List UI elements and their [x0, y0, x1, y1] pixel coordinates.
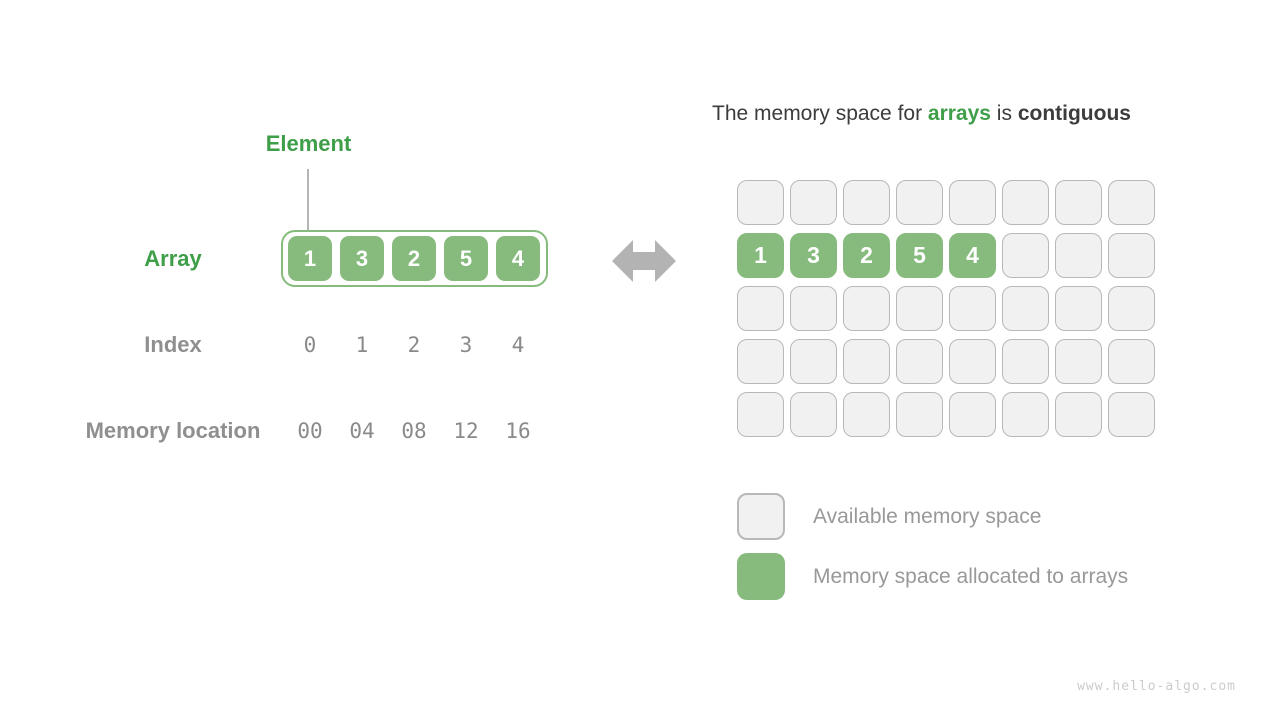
memory-cell-available: [1002, 233, 1049, 278]
memory-location-value: 04: [349, 419, 375, 443]
element-callout-label: Element: [265, 131, 352, 156]
memory-cell-allocated: 1: [737, 233, 784, 278]
memory-cell-available: [843, 180, 890, 225]
watermark: www.hello-algo.com: [1077, 679, 1236, 694]
available-memory-swatch: [737, 493, 785, 540]
memory-cell-allocated: 2: [843, 233, 890, 278]
memory-cell-available: [1055, 233, 1102, 278]
memory-location-value: 16: [505, 419, 531, 443]
array-row-label: Array: [144, 246, 202, 271]
memory-cell-available: [843, 339, 890, 384]
memory-cell-available: [896, 339, 943, 384]
index-value: 0: [303, 333, 317, 357]
legend-item-available: Available memory space: [737, 493, 1128, 540]
memory-cell-available: [1108, 392, 1155, 437]
index-value: 4: [511, 333, 525, 357]
title-segment: contiguous: [1017, 102, 1131, 125]
memory-cell-available: [896, 286, 943, 331]
memory-cell-available: [949, 286, 996, 331]
index-value: 2: [407, 333, 421, 357]
memory-cell-available: [843, 392, 890, 437]
left-right-arrow-icon: [612, 239, 676, 288]
element-callout-line: [307, 169, 309, 230]
title-segment: is: [990, 102, 1018, 125]
memory-cell-available: [843, 286, 890, 331]
memory-cell-available: [1055, 286, 1102, 331]
array-element-cell: 5: [444, 236, 488, 281]
array-element-cell: 1: [288, 236, 332, 281]
memory-cell-available: [1108, 180, 1155, 225]
memory-cell-available: [737, 286, 784, 331]
array-element-cell: 4: [496, 236, 540, 281]
memory-cell-available: [1002, 392, 1049, 437]
memory-cell-available: [1002, 339, 1049, 384]
memory-cell-available: [1108, 233, 1155, 278]
legend-label: Available memory space: [813, 504, 1042, 528]
array-element-cell: 3: [340, 236, 384, 281]
memory-cell-available: [790, 392, 837, 437]
memory-location-values-row: 00 04 08 12 16: [288, 418, 548, 444]
title-segment: arrays: [927, 102, 991, 125]
memory-location-value: 08: [401, 419, 427, 443]
memory-cell-available: [949, 339, 996, 384]
memory-cell-available: [1055, 180, 1102, 225]
memory-cell-available: [790, 339, 837, 384]
index-value: 3: [459, 333, 473, 357]
memory-cell-available: [737, 392, 784, 437]
index-row-label: Index: [144, 332, 202, 357]
memory-location-value: 00: [297, 419, 323, 443]
memory-cell-available: [1108, 286, 1155, 331]
memory-cell-available: [737, 180, 784, 225]
memory-cell-available: [1055, 339, 1102, 384]
index-value: 1: [355, 333, 369, 357]
memory-cell-available: [896, 180, 943, 225]
array-element-cell: 2: [392, 236, 436, 281]
title-segment: The memory space for: [712, 102, 928, 125]
index-values-row: 0 1 2 3 4: [288, 332, 548, 358]
memory-cell-available: [790, 180, 837, 225]
memory-cell-available: [790, 286, 837, 331]
legend: Available memory space Memory space allo…: [737, 493, 1128, 613]
memory-cell-available: [896, 392, 943, 437]
allocated-memory-swatch: [737, 553, 785, 600]
memory-location-value: 12: [453, 419, 479, 443]
memory-title: The memory space for arrays is contiguou…: [712, 101, 1232, 127]
memory-cell-available: [737, 339, 784, 384]
memory-cell-allocated: 4: [949, 233, 996, 278]
memory-cell-available: [949, 180, 996, 225]
memory-cell-available: [949, 392, 996, 437]
memory-cell-available: [1055, 392, 1102, 437]
memory-cell-allocated: 5: [896, 233, 943, 278]
legend-label: Memory space allocated to arrays: [813, 564, 1129, 588]
legend-item-allocated: Memory space allocated to arrays: [737, 553, 1128, 600]
memory-location-row-label: Memory location: [85, 418, 261, 443]
memory-cell-available: [1002, 286, 1049, 331]
memory-cell-available: [1002, 180, 1049, 225]
memory-cell-available: [1108, 339, 1155, 384]
memory-cell-allocated: 3: [790, 233, 837, 278]
